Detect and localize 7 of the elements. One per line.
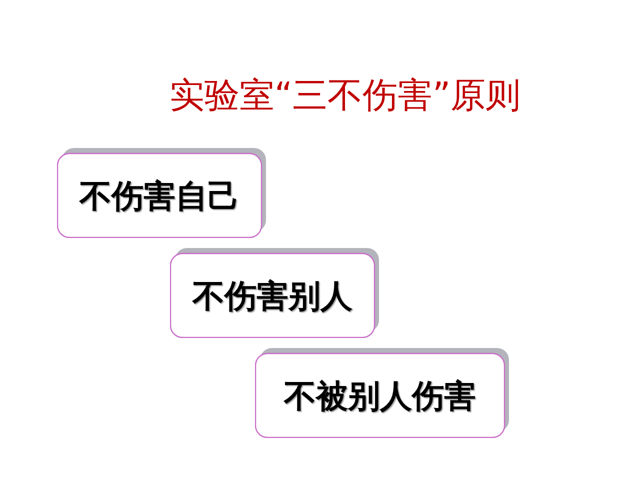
box-text: 不伤害自己 [78, 176, 240, 216]
rounded-box [57, 148, 267, 238]
rounded-box [255, 348, 510, 438]
box-text: 不伤害别人 [191, 276, 354, 316]
rounded-box [170, 248, 380, 338]
slide-title: 实验室“三不伤害”原则 [168, 75, 522, 118]
box-text: 不被别人伤害 [282, 376, 477, 416]
